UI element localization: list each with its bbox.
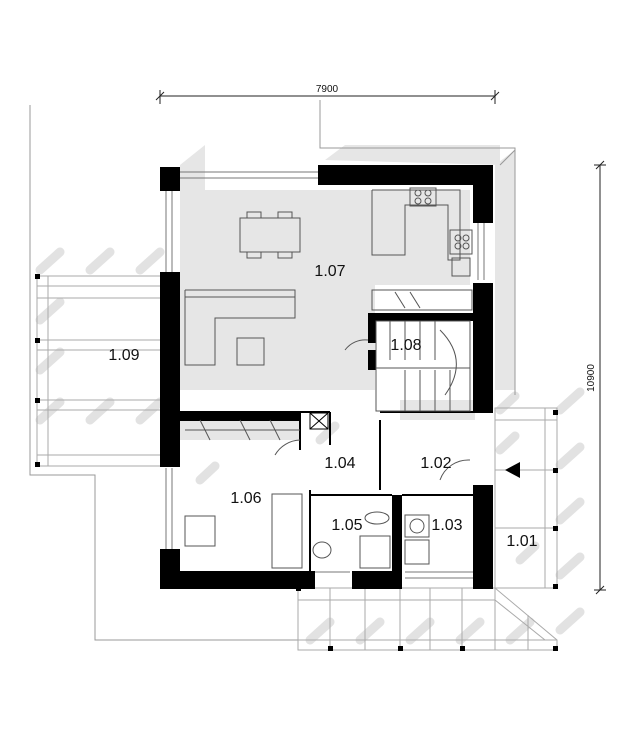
height-dimension-label: 10900	[586, 364, 597, 392]
diagonal-hatch	[35, 247, 585, 645]
walls	[160, 165, 493, 589]
room-label-1-02: 1.02	[420, 455, 451, 472]
chimney-box	[309, 412, 329, 430]
room-label-1-07: 1.07	[314, 263, 345, 280]
room-label-1-01: 1.01	[506, 533, 537, 550]
terrace-bottom-right	[297, 407, 558, 651]
entry-arrow	[505, 462, 520, 478]
dimension-top	[155, 90, 500, 104]
windows	[165, 171, 485, 579]
room-label-1-09: 1.09	[108, 347, 139, 364]
width-dimension-label: 7900	[316, 84, 339, 95]
dimension-right	[594, 160, 606, 595]
furniture	[184, 187, 473, 569]
room-label-1-05: 1.05	[331, 517, 362, 534]
room-label-1-04: 1.04	[324, 455, 355, 472]
site-outline	[29, 100, 516, 641]
room-label-1-06: 1.06	[230, 490, 261, 507]
room-label-1-08: 1.08	[390, 337, 421, 354]
terrace-left-posts	[35, 274, 40, 467]
room-label-1-03: 1.03	[431, 517, 462, 534]
shadow-layer	[180, 145, 515, 440]
interior-walls	[299, 411, 473, 571]
